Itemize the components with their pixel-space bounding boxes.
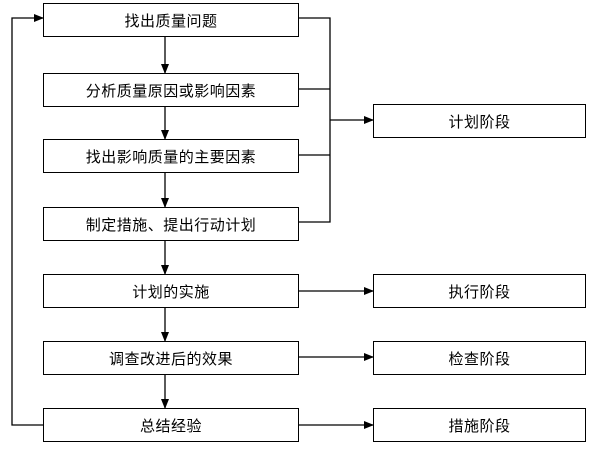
plan-bracket bbox=[299, 17, 331, 223]
phase-plan: 计划阶段 bbox=[373, 104, 586, 138]
feedback-loop bbox=[11, 14, 44, 426]
phase-act: 措施阶段 bbox=[373, 408, 586, 442]
step-summarize: 总结经验 bbox=[43, 408, 299, 442]
phase-check: 检查阶段 bbox=[373, 341, 586, 375]
step-analyze-causes: 分析质量原因或影响因素 bbox=[43, 73, 299, 107]
step-make-plan: 制定措施、提出行动计划 bbox=[43, 207, 299, 241]
step-investigate-effect: 调查改进后的效果 bbox=[43, 341, 299, 375]
phase-do: 执行阶段 bbox=[373, 274, 586, 308]
step-implement: 计划的实施 bbox=[43, 274, 299, 308]
step-find-main-factors: 找出影响质量的主要因素 bbox=[43, 139, 299, 173]
step-find-problem: 找出质量问题 bbox=[43, 3, 299, 37]
